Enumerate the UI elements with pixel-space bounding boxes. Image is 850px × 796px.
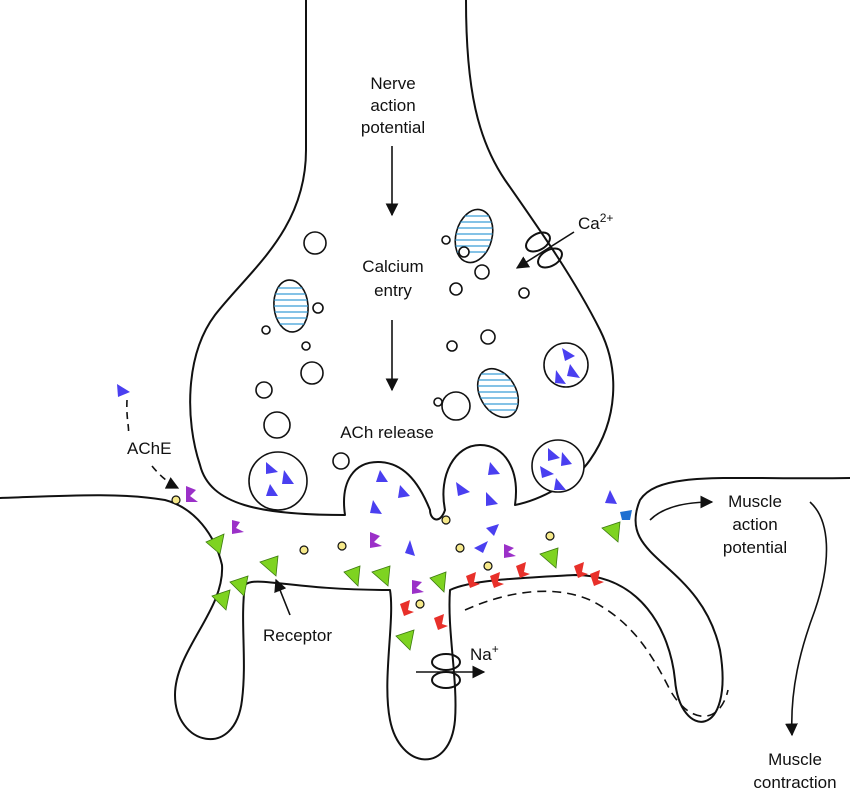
label-sodium-symbol: Na: [470, 645, 492, 664]
mitochondrion: [475, 367, 522, 419]
nerve-terminal: [189, 0, 615, 521]
label-muscle-contraction-1: Muscle: [768, 750, 822, 769]
label-nerve-action-potential-3: potential: [361, 118, 425, 137]
label-muscle-action-potential-1: Muscle: [728, 492, 782, 511]
label-nerve-action-potential-1: Nerve: [370, 74, 415, 93]
arrow-ache-path: [126, 399, 130, 434]
label-ach-release: ACh release: [340, 423, 434, 442]
ache-enzyme: [186, 486, 516, 594]
label-calcium-ion: Ca2+: [578, 211, 613, 233]
label-ache: AChE: [127, 439, 171, 458]
bound-receptors: [400, 562, 604, 630]
arrow-ache-to-membrane: [151, 465, 180, 489]
ach-vesicles: [248, 342, 589, 511]
acetylcholine-receptors: [205, 521, 621, 651]
arrow-receptor-pointer: [274, 578, 291, 616]
label-calcium-entry-1: Calcium: [362, 257, 423, 276]
arrow-to-contraction: [785, 501, 828, 737]
label-muscle-action-potential-3: potential: [723, 538, 787, 557]
arrow-calcium-influx: [515, 231, 575, 269]
label-calcium-symbol: Ca: [578, 214, 600, 233]
label-calcium-charge: 2+: [600, 211, 614, 225]
label-muscle-contraction-2: contraction: [753, 773, 836, 792]
sodium-channel: [431, 653, 461, 689]
label-calcium-entry-2: entry: [374, 281, 412, 300]
muscle-membrane: [0, 476, 850, 761]
choline-molecules: [171, 495, 555, 609]
label-sodium-ion: Na+: [470, 642, 499, 664]
ache-bound-marker: [620, 510, 632, 520]
mitochondrion: [272, 279, 311, 333]
empty-vesicles: [255, 231, 530, 470]
ach-molecules: [117, 348, 617, 556]
arrow-muscle-potential: [649, 495, 714, 521]
muscle-potential-path: [464, 590, 729, 717]
label-receptor: Receptor: [263, 626, 332, 645]
label-nerve-action-potential-2: action: [370, 96, 415, 115]
label-sodium-charge: +: [492, 642, 499, 656]
mitochondrion: [452, 208, 496, 264]
calcium-channel: [525, 231, 563, 269]
label-muscle-action-potential-2: action: [732, 515, 777, 534]
